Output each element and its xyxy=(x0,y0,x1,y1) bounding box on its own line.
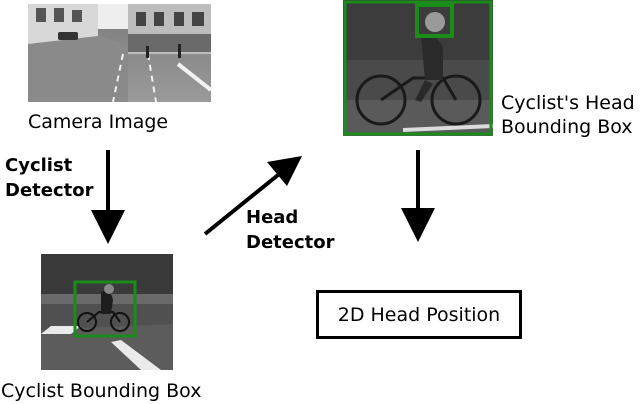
head-position-label: 2D Head Position xyxy=(337,303,501,326)
camera-image-label: Camera Image xyxy=(28,111,169,133)
arrow-head-to-position xyxy=(401,150,435,242)
head-detector-label-line2: Detector xyxy=(246,232,335,253)
head-bbox-photo xyxy=(343,0,493,136)
head-position-box: 2D Head Position xyxy=(316,290,522,339)
cyclist-detector-label-line2: Detector xyxy=(5,180,94,201)
head-detector-label-line1: Head xyxy=(246,207,299,228)
arrow-cyclist-to-head xyxy=(203,156,302,236)
arrow-camera-to-cyclist xyxy=(91,150,125,244)
head-bbox-label-line1: Cyclist's Head xyxy=(501,92,635,114)
cyclist-detector-label-line1: Cyclist xyxy=(5,155,73,176)
cyclist-bbox-photo xyxy=(41,254,173,370)
head-bbox-label-line2: Bounding Box xyxy=(501,116,633,138)
camera-image-photo xyxy=(28,4,211,102)
cyclist-bbox-label: Cyclist Bounding Box xyxy=(1,380,202,402)
